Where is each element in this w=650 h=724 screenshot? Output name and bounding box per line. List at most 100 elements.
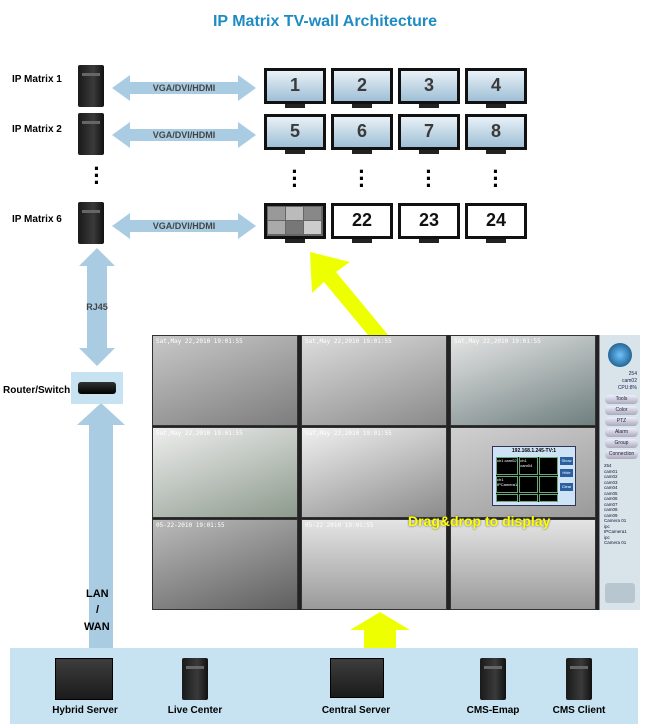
tv-number: 4 bbox=[490, 75, 501, 95]
group-button[interactable]: Group bbox=[605, 439, 638, 448]
slash-label: / bbox=[96, 604, 100, 616]
matrix-server-2-icon bbox=[78, 113, 104, 155]
popup-cell[interactable] bbox=[519, 475, 539, 494]
matrix-server-1-icon bbox=[78, 65, 104, 107]
alarm-button[interactable]: Alarm bbox=[605, 428, 638, 437]
tv-stand bbox=[352, 150, 372, 154]
tree-item[interactable]: cam03 bbox=[604, 479, 618, 485]
tree-item[interactable]: Camera 01 bbox=[604, 518, 627, 523]
tv-number: 5 bbox=[289, 121, 300, 141]
router-icon bbox=[78, 382, 116, 394]
popup-cell[interactable]: ch1 cam04 bbox=[519, 457, 539, 475]
popup-cell[interactable] bbox=[539, 457, 558, 475]
tree-item[interactable]: cam07 bbox=[604, 501, 618, 507]
tv-stand bbox=[419, 104, 439, 108]
connection-button[interactable]: Connection bbox=[605, 450, 638, 459]
tv-monitor-24: 24 bbox=[465, 203, 527, 239]
tv-stand bbox=[352, 104, 372, 108]
logo-globe-icon bbox=[608, 343, 632, 367]
tree-item[interactable]: Camera 01 bbox=[604, 540, 627, 545]
link-arrow-6 bbox=[112, 213, 256, 239]
rj45-arrow bbox=[79, 248, 115, 366]
tv-monitor-5: 5 bbox=[264, 114, 326, 150]
hide-button[interactable]: Hide bbox=[560, 469, 573, 477]
tv-monitor-6: 6 bbox=[331, 114, 393, 150]
tv-number: 23 bbox=[418, 210, 440, 230]
camera-view-3: Sat,May 22,2010 19:01:55 bbox=[450, 335, 596, 426]
matrix-label-1: IP Matrix 1 bbox=[12, 74, 62, 85]
tree-item[interactable]: cam08 bbox=[604, 507, 618, 512]
show-button[interactable]: Show bbox=[560, 457, 573, 465]
camera-view-7: 05-22-2010 19:01:55 bbox=[152, 519, 298, 610]
tv-monitor-1: 1 bbox=[264, 68, 326, 104]
central-server-icon bbox=[330, 658, 384, 698]
wan-label: WAN bbox=[84, 621, 110, 633]
tools-button[interactable]: Tools bbox=[605, 395, 638, 404]
status-info: 254 cam02 CPU:8% bbox=[618, 371, 637, 392]
color-button[interactable]: Color bbox=[605, 406, 638, 415]
tv-monitor-23: 23 bbox=[398, 203, 460, 239]
camera-timestamp: Sat,May 22,2010 19:01:55 bbox=[305, 430, 392, 437]
ptz-button[interactable]: PTZ bbox=[605, 417, 638, 426]
tv-stand bbox=[486, 104, 506, 108]
ellipsis-col-1: ··· bbox=[291, 159, 299, 198]
router-switch-label: Router/Switch bbox=[3, 385, 71, 396]
popup-cell[interactable]: ch1 cam02 bbox=[496, 457, 519, 475]
tree-item[interactable]: cam02 bbox=[604, 474, 618, 479]
link-label-2: VGA/DVI/HDMI bbox=[152, 130, 216, 140]
control-pad[interactable] bbox=[605, 583, 635, 603]
tv-number: 3 bbox=[423, 75, 434, 95]
ellipsis-col-4: ··· bbox=[492, 159, 500, 198]
tree-item[interactable]: cam09 bbox=[604, 512, 618, 518]
ellipsis-col-2: ··· bbox=[358, 159, 366, 198]
camera-timestamp: Sat,May 22,2010 19:01:55 bbox=[454, 338, 541, 345]
device-label-live-center: Live Center bbox=[167, 705, 223, 716]
tv-number: 24 bbox=[485, 210, 507, 230]
tv-stand bbox=[352, 239, 372, 243]
tv-stand bbox=[419, 150, 439, 154]
tv-number: 8 bbox=[490, 121, 501, 141]
tree-item[interactable]: cam04 bbox=[604, 485, 618, 490]
tree-item[interactable]: cam06 bbox=[604, 496, 618, 501]
camera-view-9 bbox=[450, 519, 596, 610]
cms-client-icon bbox=[566, 658, 592, 700]
rj45-label: RJ45 bbox=[86, 302, 108, 312]
popup-cell[interactable] bbox=[539, 475, 558, 494]
tree-item[interactable]: cam05 bbox=[604, 490, 618, 496]
popup-cell[interactable]: ch1 IPCamera1 bbox=[496, 475, 519, 494]
tv-number: 1 bbox=[289, 75, 300, 95]
ellipsis-left: ··· bbox=[93, 156, 101, 195]
tree-item[interactable]: ipc bbox=[604, 534, 610, 540]
status-line: cam02 bbox=[621, 378, 637, 384]
tv-monitor-21-camera-grid bbox=[264, 203, 326, 239]
status-line: CPU:8% bbox=[617, 385, 637, 391]
diagram-title: IP Matrix TV-wall Architecture bbox=[212, 13, 438, 30]
matrix-label-6: IP Matrix 6 bbox=[12, 214, 62, 225]
tv-monitor-2: 2 bbox=[331, 68, 393, 104]
popup-cell[interactable] bbox=[539, 494, 558, 502]
popup-cell[interactable] bbox=[519, 494, 539, 502]
device-label-cms-client: CMS Client bbox=[552, 705, 606, 716]
lan-label: LAN bbox=[86, 588, 109, 600]
bottom-device-bar: Hybrid Server Live Center Central Server… bbox=[10, 648, 638, 724]
device-label-cms-emap: CMS-Emap bbox=[466, 705, 520, 716]
camera-view-2: Sat,May 22,2010 19:01:55 bbox=[301, 335, 447, 426]
tv-stand bbox=[285, 239, 305, 243]
tree-item[interactable]: 254 bbox=[604, 463, 612, 468]
ellipsis-col-3: ··· bbox=[425, 159, 433, 198]
clear-button[interactable]: Clear bbox=[560, 483, 573, 491]
camera-timestamp: Sat,May 22,2010 19:01:55 bbox=[305, 338, 392, 345]
link-arrow-2 bbox=[112, 122, 256, 148]
tv-number: 7 bbox=[423, 121, 434, 141]
tv-stand bbox=[285, 104, 305, 108]
lan-wan-arrow bbox=[77, 403, 125, 648]
status-line: 254 bbox=[628, 371, 637, 377]
tv-layout-popup: 192.168.1.245-TV:1 ch1 cam02 ch1 cam04 c… bbox=[492, 446, 576, 506]
matrix-server-6-icon bbox=[78, 202, 104, 244]
link-arrow-1 bbox=[112, 75, 256, 101]
tv-monitor-3: 3 bbox=[398, 68, 460, 104]
tree-item[interactable]: cam01 bbox=[604, 468, 618, 474]
tree-item[interactable]: ipc bbox=[604, 523, 610, 529]
popup-cell[interactable] bbox=[496, 494, 519, 502]
tree-item[interactable]: IPCamera1 bbox=[604, 529, 627, 534]
